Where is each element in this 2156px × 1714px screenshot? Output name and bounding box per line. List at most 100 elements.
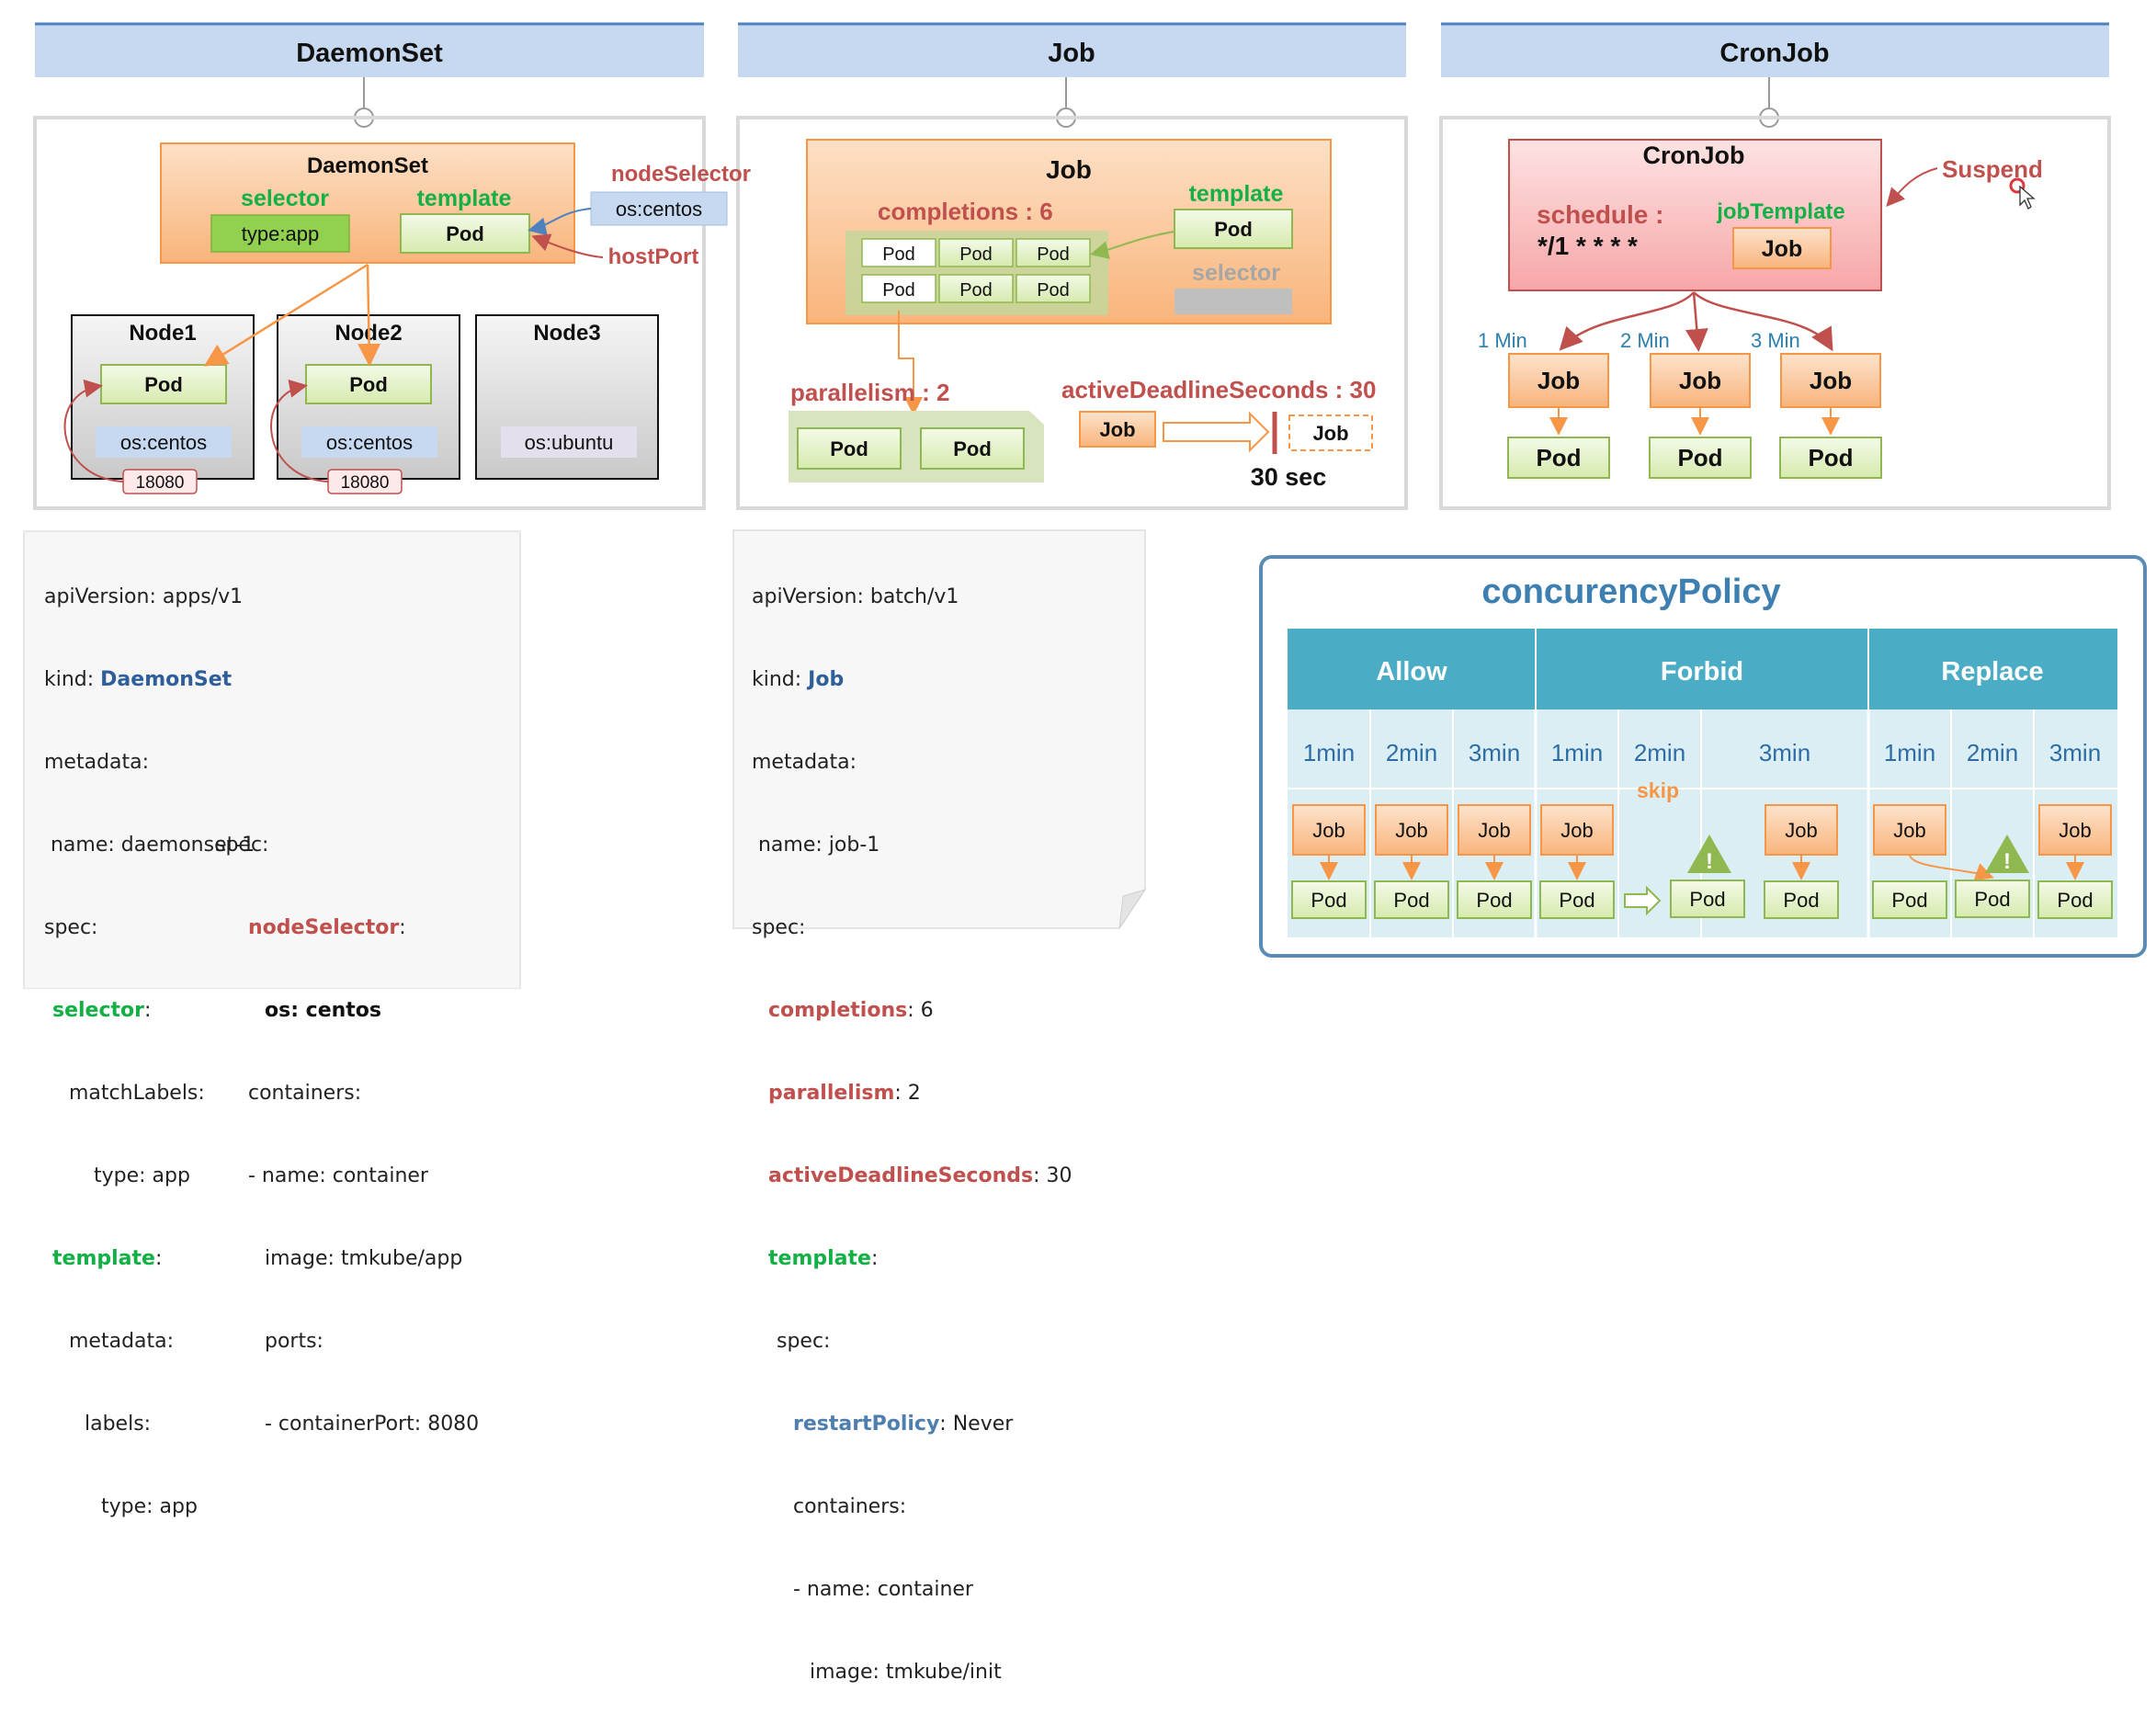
node-2-os-box xyxy=(301,426,437,458)
daemonset-box-title: DaemonSet xyxy=(307,153,428,178)
yaml-ds-line: apiVersion: apps/v1 xyxy=(44,585,244,608)
yaml-ds-line: os: centos xyxy=(265,999,382,1022)
yaml-job-completions-key: completions xyxy=(768,999,908,1022)
time-label: 2min xyxy=(1386,739,1437,766)
yaml-ds-line: image: tmkube/app xyxy=(265,1247,463,1270)
replace-pod-replaced-label: Pod xyxy=(1974,888,2010,911)
yaml-job-line: spec: xyxy=(777,1330,831,1353)
concurrency-title: concurencyPolicy xyxy=(1481,573,1780,611)
yaml-job-line: spec: xyxy=(752,916,806,939)
cronjob-schedule-label: schedule : xyxy=(1537,200,1663,229)
node-2-port: 18080 xyxy=(341,473,390,493)
header-daemonset: DaemonSet xyxy=(35,22,704,77)
yaml-ds-line: type: app xyxy=(101,1495,198,1518)
cron-run-2: Job Pod xyxy=(1649,353,1752,479)
yaml-job-line: activeDeadlineSeconds: 30 xyxy=(752,1163,1072,1190)
job-selector-label: selector xyxy=(1192,260,1280,286)
cron-run-1-job: Job xyxy=(1538,367,1580,394)
concurrency-policy: concurencyPolicy Allow Forbid Replace 1m… xyxy=(1259,555,2147,958)
ds-node-selector-label: nodeSelector xyxy=(611,162,751,187)
yaml-ds-line: kind: DaemonSet xyxy=(44,666,255,694)
yaml-job: apiVersion: batch/v1 kind: Job metadata:… xyxy=(752,528,1072,1714)
yaml-job-template-key: template xyxy=(768,1247,871,1270)
yaml-ds-line: spec: xyxy=(44,916,98,939)
yaml-job-parallelism-key: parallelism xyxy=(768,1082,895,1105)
node-3: Node3 os:ubuntu xyxy=(475,314,659,480)
job-pod-1-label: Pod xyxy=(882,244,915,265)
job-template-pod xyxy=(1174,209,1293,249)
job-parallel-pod-1-label: Pod xyxy=(830,437,868,460)
yaml-ds-line: name: daemonset-1 xyxy=(44,834,255,857)
cron-run-1: Job Pod xyxy=(1507,353,1610,479)
yaml-daemonset-spec: spec: nodeSelector: os: centos container… xyxy=(215,777,479,1466)
yaml-ds-nodeselector-key: nodeSelector xyxy=(248,916,400,939)
cron-run-3-interval: 3 Min xyxy=(1751,329,1800,352)
allow-pod-1 xyxy=(1291,880,1367,919)
policy-forbid: Forbid xyxy=(1661,657,1743,687)
job-pod-3-label: Pod xyxy=(1037,244,1070,265)
node-3-name: Node3 xyxy=(533,321,600,346)
node-2-os: os:centos xyxy=(326,431,413,454)
allow-pod-1-label: Pod xyxy=(1311,889,1346,912)
cron-run-3: Job Pod xyxy=(1779,353,1882,479)
job-deadline-job xyxy=(1079,411,1156,448)
job-parallel-pod-2-label: Pod xyxy=(953,437,992,460)
allow-pod-3-label: Pod xyxy=(1476,889,1512,912)
ds-host-port-label: hostPort xyxy=(608,244,699,269)
node-3-os-box xyxy=(501,426,637,458)
cron-run-3-job: Job xyxy=(1810,367,1852,394)
yaml-ds-line: - name: container xyxy=(248,1164,428,1187)
job-deadline-arrow xyxy=(1163,411,1270,453)
forbid-job-3 xyxy=(1765,804,1838,856)
allow-job-3-label: Job xyxy=(1478,819,1510,842)
job-deadline-job-after-label: Job xyxy=(1312,422,1348,445)
yaml-job-line: kind: Job xyxy=(752,666,1072,694)
job-pod-1 xyxy=(861,238,936,267)
node-1-pod-label: Pod xyxy=(144,373,183,396)
forbid-pod-continued xyxy=(1670,880,1745,918)
forbid-pod-3-label: Pod xyxy=(1783,889,1819,912)
allow-job-1 xyxy=(1292,804,1366,856)
panel-frames xyxy=(33,77,2111,510)
yaml-job-line: image: tmkube/init xyxy=(810,1661,1002,1684)
cron-run-2-pod: Pod xyxy=(1677,444,1722,471)
warning-icon-mark: ! xyxy=(1706,849,1713,874)
cronjob-job-template-job-label: Job xyxy=(1762,236,1802,262)
yaml-ds-selector-key: selector xyxy=(52,999,144,1022)
yaml-job-line: name: job-1 xyxy=(752,834,880,857)
job-deadline-time: 30 sec xyxy=(1251,463,1327,491)
node-1-pod xyxy=(100,364,227,404)
yaml-job-line: restartPolicy: Never xyxy=(752,1411,1072,1438)
yaml-job-parallelism-value: : 2 xyxy=(894,1082,921,1105)
ds-template-pod-label: Pod xyxy=(446,222,484,245)
ds-node-selector-value: os:centos xyxy=(616,198,702,221)
yaml-job-line: - name: container xyxy=(793,1578,973,1601)
ds-node-selector-value-box xyxy=(590,191,728,226)
node-1-name: Node1 xyxy=(129,321,196,346)
job-completions-label: completions : 6 xyxy=(878,198,1053,225)
yaml-job-restart-value: : Never xyxy=(939,1413,1014,1436)
yaml-ds-line: - containerPort: 8080 xyxy=(265,1413,480,1436)
job-parallel-pod-1 xyxy=(797,427,902,470)
yaml-job-paper xyxy=(732,529,1147,929)
job-pod-6 xyxy=(1016,274,1091,303)
yaml-job-deadline-value: : 30 xyxy=(1033,1164,1072,1187)
node-3-os: os:ubuntu xyxy=(525,431,614,454)
yaml-job-completions-value: : 6 xyxy=(907,999,934,1022)
job-pod-3 xyxy=(1016,238,1091,267)
yaml-job-deadline-key: activeDeadlineSeconds xyxy=(768,1164,1034,1187)
job-pod-4-label: Pod xyxy=(882,280,915,301)
forbid-wait-arrow xyxy=(1624,885,1662,916)
replace-job-1-label: Job xyxy=(1893,819,1925,842)
node-1-os-box xyxy=(96,426,232,458)
skip-label: skip xyxy=(1637,778,1679,802)
job-parallel-pod-2 xyxy=(920,427,1025,470)
job-pod-2-label: Pod xyxy=(959,244,993,265)
policy-allow: Allow xyxy=(1376,657,1447,687)
node-2-pod-label: Pod xyxy=(349,373,388,396)
cronjob-job-template-label: jobTemplate xyxy=(1716,199,1845,224)
replace-job-3 xyxy=(2038,804,2112,856)
yaml-job-line: containers: xyxy=(793,1495,907,1518)
time-label: 1min xyxy=(1303,739,1355,766)
